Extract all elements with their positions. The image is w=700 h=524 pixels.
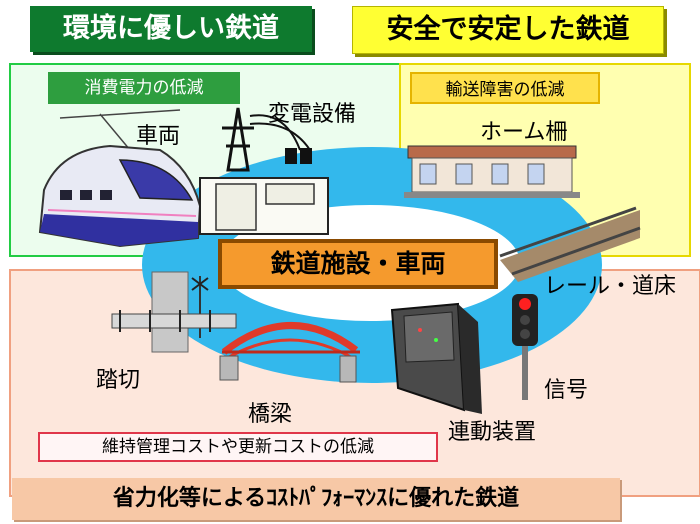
rail-illustration (499, 206, 641, 282)
platform-door-illustration (404, 145, 580, 198)
substation-illustration (199, 107, 329, 235)
eco-railway-title: 環境に優しい鉄道 (30, 6, 312, 52)
signal-illustration (512, 294, 538, 400)
signal-label: 信号 (544, 378, 589, 403)
train-illustration (38, 109, 202, 248)
cost-performance-title: 省力化等によるｺｽﾄﾊﾟﾌｫｰﾏﾝｽに優れた鉄道 (12, 478, 620, 520)
bridge-illustration (219, 322, 360, 383)
rail-label: レール・道床 (544, 274, 677, 299)
interlocking-label: 連動装置 (448, 420, 537, 445)
maintenance-cost-label: 維持管理コストや更新コストの低減 (38, 432, 438, 462)
bridge-label: 橋梁 (248, 402, 293, 427)
crossing-label: 踏切 (96, 368, 141, 393)
substation-label: 変電設備 (268, 102, 357, 127)
power-reduction-label: 消費電力の低減 (48, 72, 240, 104)
disruption-reduction-label: 輸送障害の低減 (410, 72, 600, 104)
railway-facilities-label: 鉄道施設・車両 (218, 239, 498, 289)
safe-railway-title: 安全で安定した鉄道 (352, 6, 664, 54)
interlocking-panel-illustration (390, 302, 482, 414)
platform-door-label: ホーム柵 (480, 120, 568, 145)
vehicle-label: 車両 (136, 124, 181, 149)
crossing-illustration (111, 271, 237, 353)
